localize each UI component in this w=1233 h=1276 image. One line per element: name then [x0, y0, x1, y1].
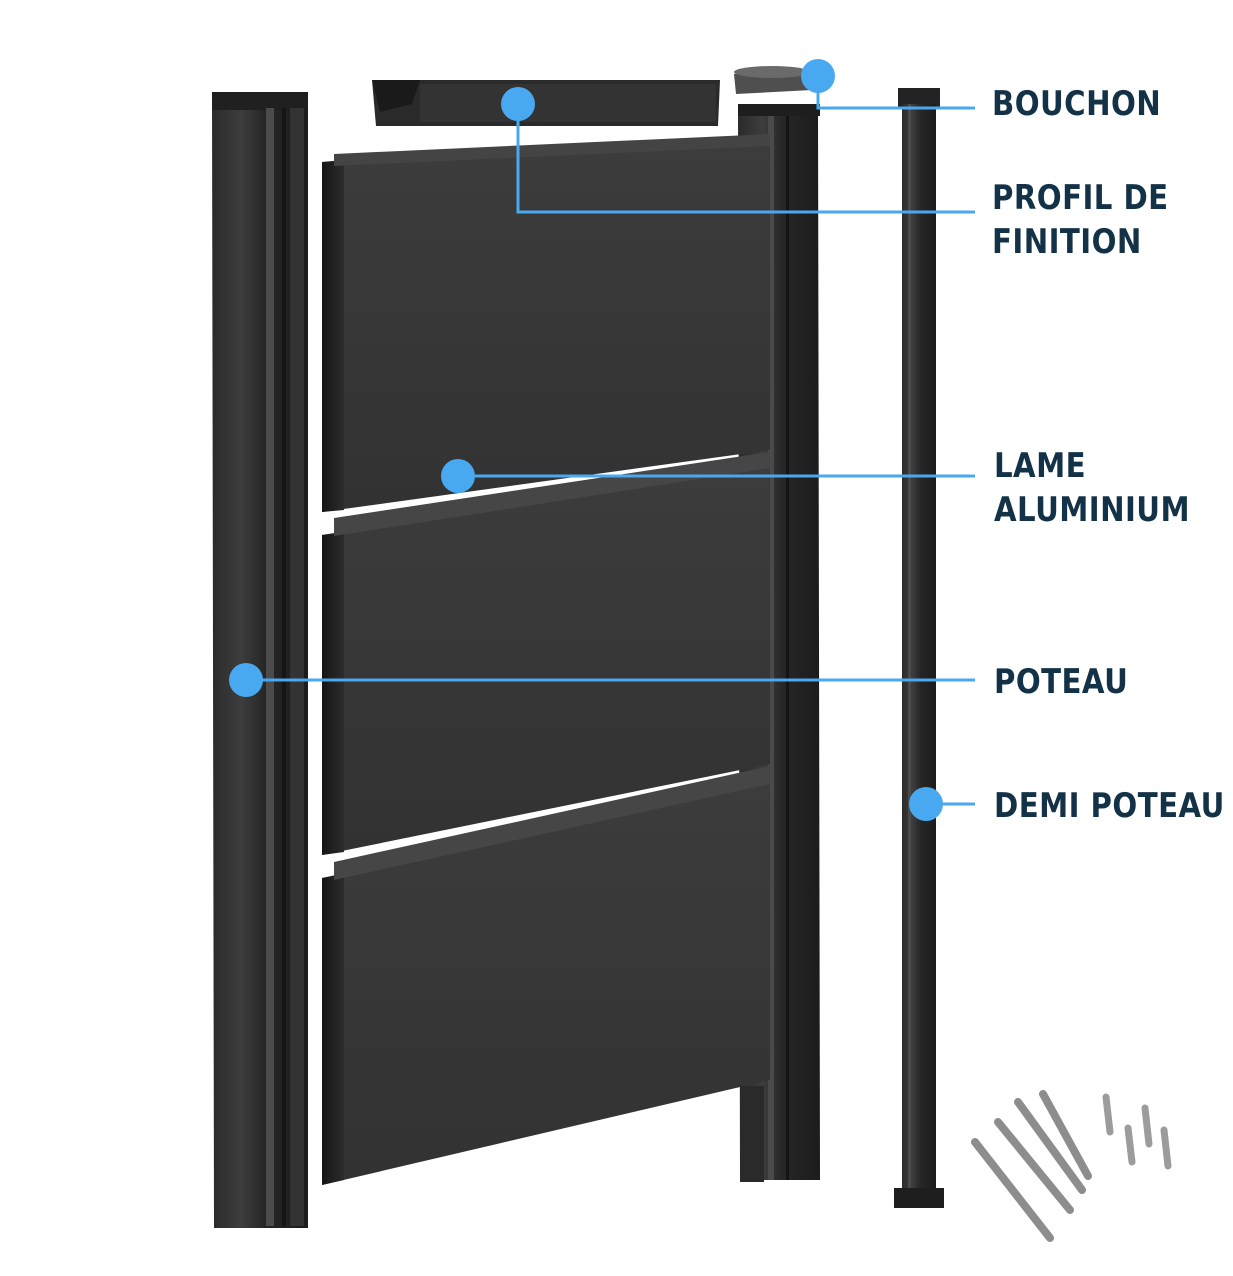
- poteau-dot: [229, 663, 263, 697]
- half-post: [894, 88, 944, 1208]
- label-profil-de-finition: PROFIL DE FINITION: [992, 176, 1169, 264]
- finishing-profile: [372, 80, 720, 126]
- callout-lines: [246, 76, 975, 806]
- screw-icon: [1102, 1093, 1172, 1170]
- left-post: [212, 92, 308, 1228]
- label-profil-line2: FINITION: [992, 222, 1142, 262]
- bouchon-dot: [801, 59, 835, 93]
- label-demi-poteau: DEMI POTEAU: [994, 784, 1225, 828]
- label-profil-line1: PROFIL DE: [992, 178, 1169, 218]
- label-poteau: POTEAU: [994, 660, 1128, 704]
- label-lame-line1: LAME: [994, 446, 1087, 486]
- label-lame-line2: ALUMINIUM: [994, 490, 1191, 530]
- cap: [734, 66, 812, 94]
- anchor-bolt-icon: [971, 1090, 1092, 1242]
- callout-dots: [229, 59, 943, 821]
- label-poteau-text: POTEAU: [994, 662, 1129, 702]
- profil-dot: [501, 87, 535, 121]
- label-bouchon-text: BOUCHON: [992, 84, 1162, 124]
- label-bouchon: BOUCHON: [992, 82, 1161, 126]
- demi-poteau-dot: [909, 787, 943, 821]
- lame-dot: [441, 459, 475, 493]
- label-lame-aluminium: LAME ALUMINIUM: [994, 444, 1190, 532]
- label-demi-poteau-text: DEMI POTEAU: [994, 786, 1225, 826]
- aluminium-slats: [322, 134, 770, 1185]
